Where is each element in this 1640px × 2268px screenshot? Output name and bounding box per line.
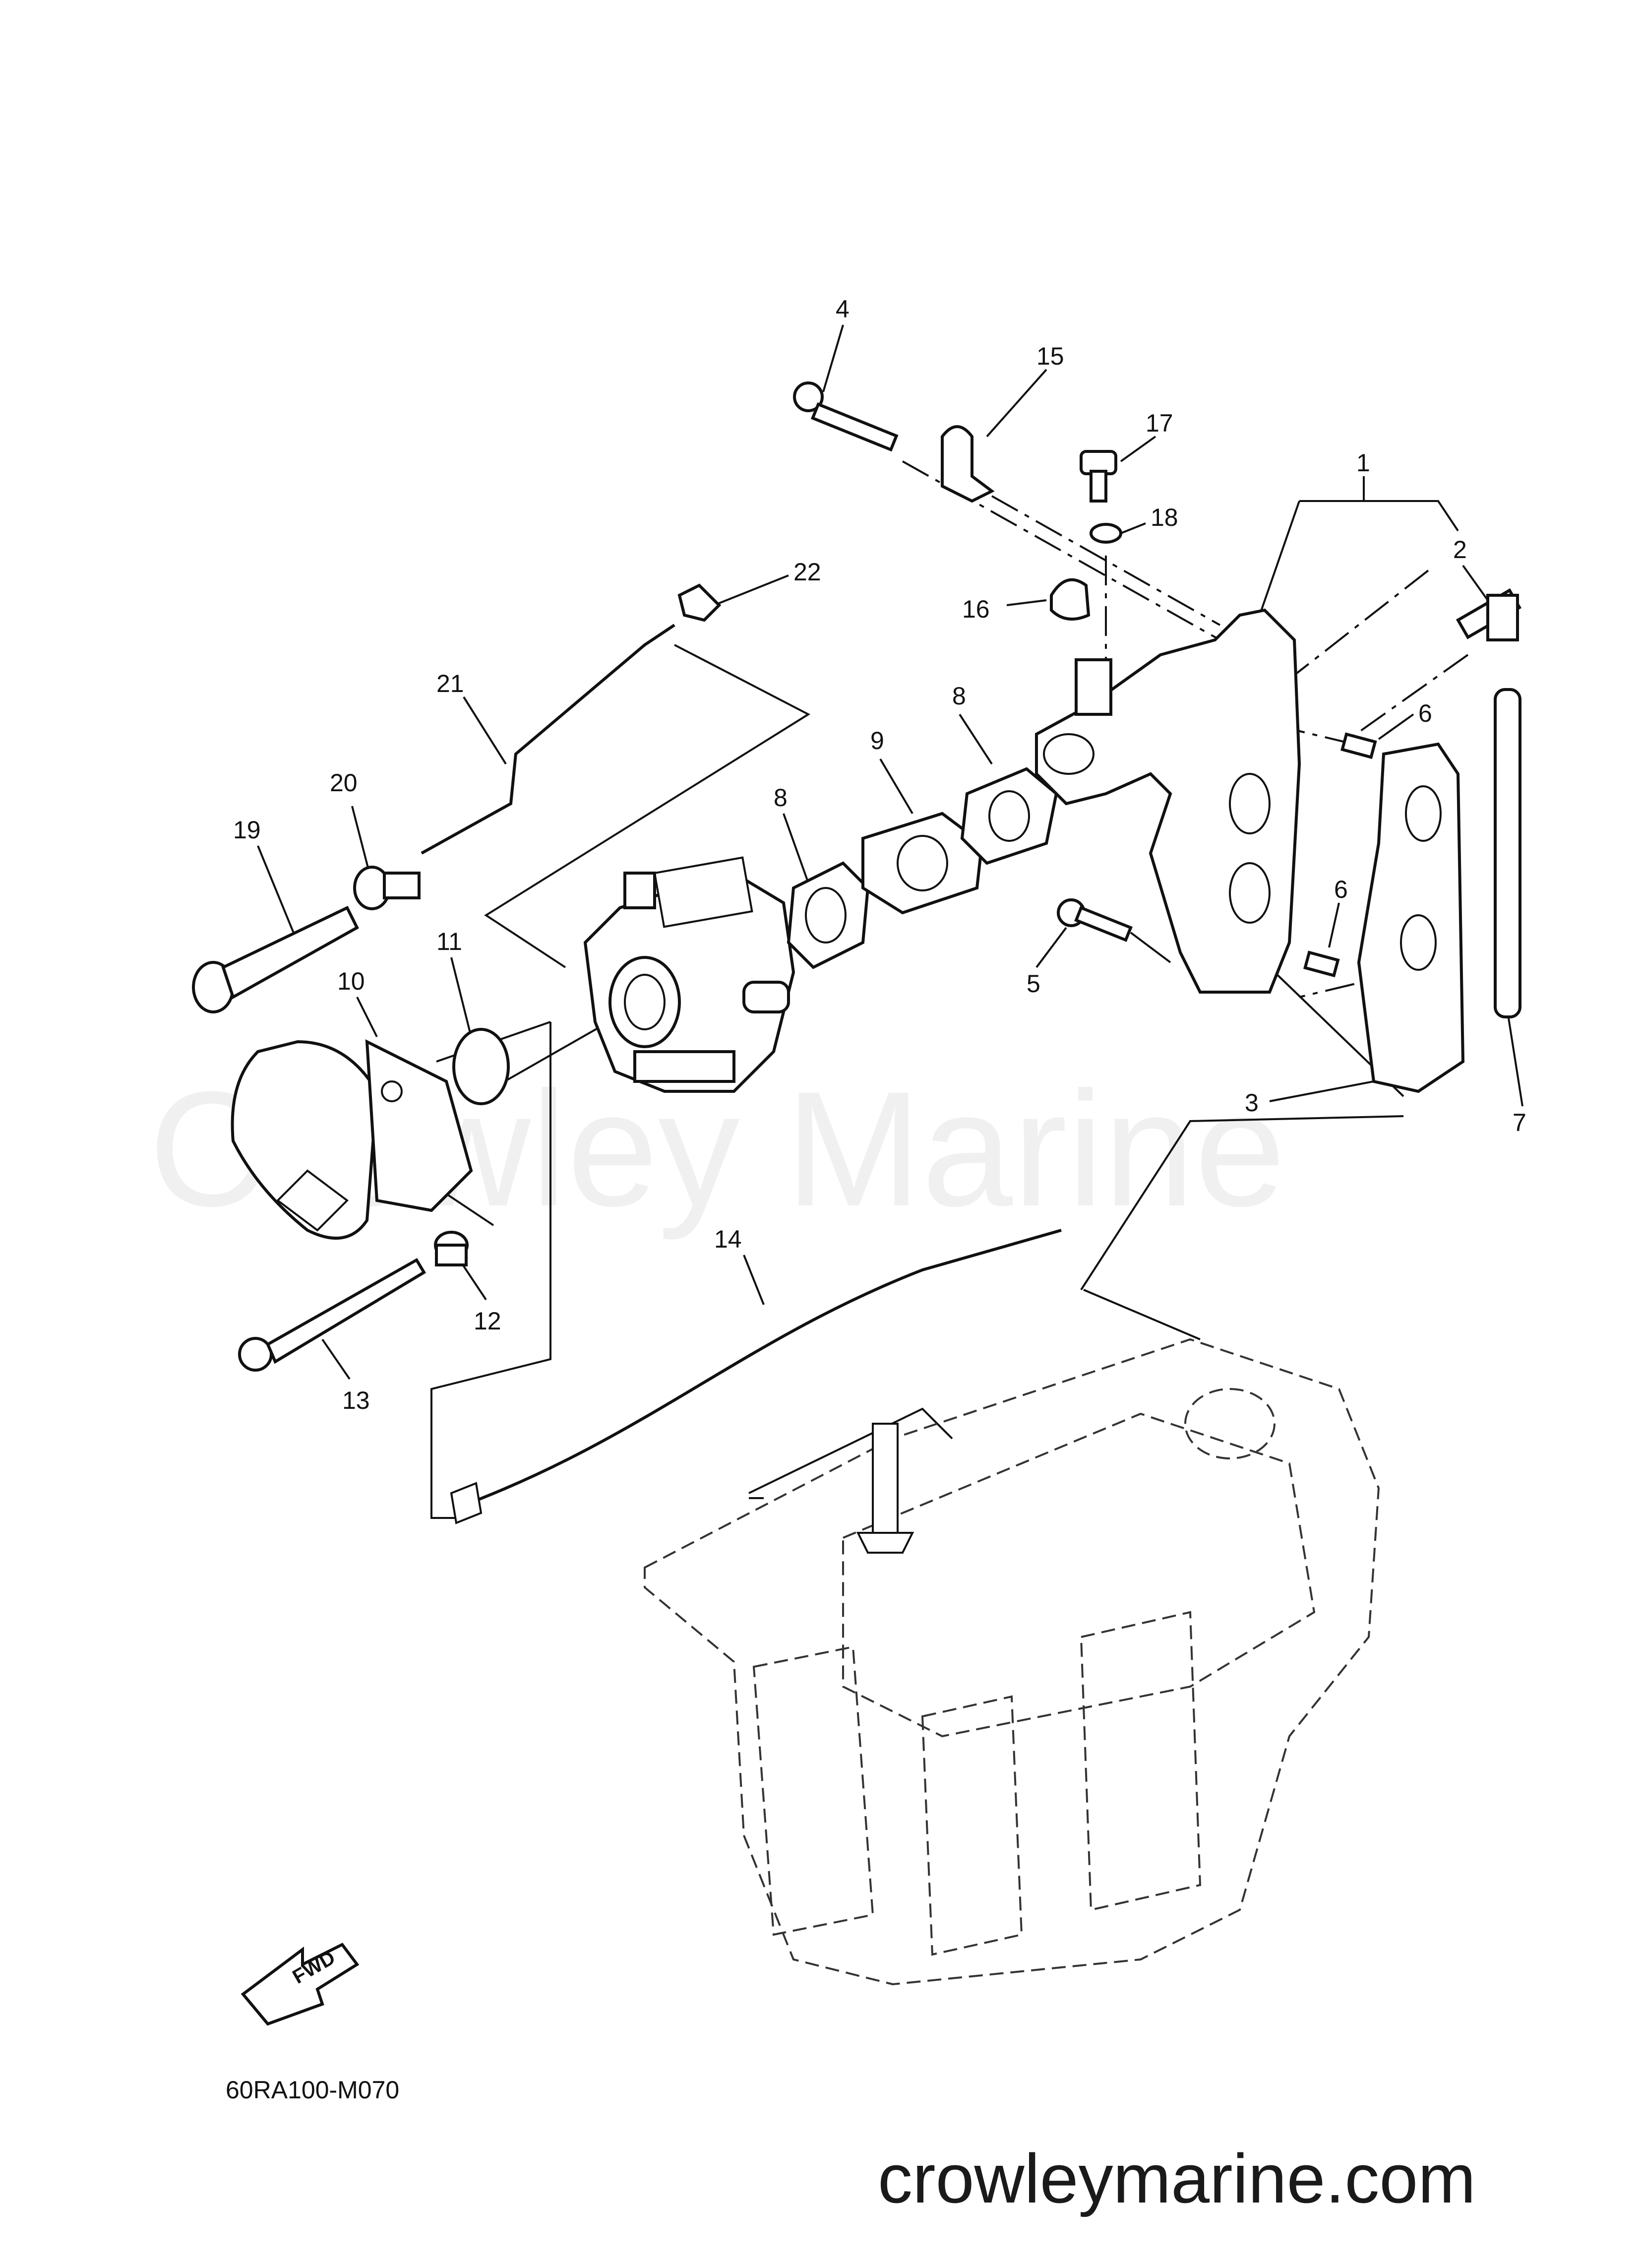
part-label-6-upper: 6 [1418,699,1432,727]
fitting-part-2 [1456,588,1522,641]
part-label-8-left: 8 [774,784,788,812]
part-label-17: 17 [1146,409,1173,437]
part-label-8-right: 8 [952,682,966,710]
clip-part-22 [677,583,722,622]
gasket-part-3 [1357,742,1465,1093]
spacer-part-9 [861,812,984,915]
hose-part-14 [455,1229,1062,1510]
pin-part-6-lower [1303,950,1340,978]
part-label-18: 18 [1151,504,1178,531]
collar-part-12 [434,1231,469,1266]
part-labels: 1 2 3 4 5 6 6 7 8 8 9 10 11 12 13 14 15 … [233,295,1526,1414]
clamp-part-16 [1050,578,1091,621]
part-label-6-lower: 6 [1334,876,1348,903]
part-label-2: 2 [1453,536,1467,564]
part-label-12: 12 [474,1307,501,1335]
part-label-4: 4 [836,295,850,323]
website-text: crowleymarine.com [878,2140,1476,2217]
leader-lines [257,324,1523,1519]
drawing-code: 60RA100-M070 [226,2076,399,2104]
part-label-21: 21 [436,670,464,697]
pin-part-6-upper [1340,732,1377,759]
hose-part-7 [1494,688,1521,1018]
pin-part-19 [192,906,359,1013]
bolt-part-4 [793,381,899,452]
silencer-part-10 [231,1039,473,1240]
part-label-20: 20 [330,769,358,797]
part-label-16: 16 [962,595,990,623]
bolt-part-13 [238,1258,426,1372]
part-label-15: 15 [1036,342,1064,370]
engine-block-outline [644,1338,1380,1986]
fwd-arrow-icon: FWD [241,1943,360,2026]
rod-part-21 [421,624,675,855]
part-label-11: 11 [436,928,462,955]
part-label-5: 5 [1027,970,1040,998]
hose-part-14-end [450,1482,483,1524]
part-label-13: 13 [342,1386,370,1414]
carburetor-assembly [583,856,795,1093]
clamp-part-15 [941,425,995,503]
part-label-10: 10 [337,967,365,995]
part-label-19: 19 [233,816,261,844]
part-label-7: 7 [1513,1109,1526,1136]
manifold-part-1 [1035,608,1301,994]
part-label-22: 22 [793,558,821,586]
part-label-1: 1 [1356,449,1370,477]
oring-part-11 [452,1028,510,1105]
washer-part-18 [1090,523,1122,544]
grommet-part-20 [353,866,421,910]
screw-part-17 [1080,450,1117,503]
part-label-14: 14 [714,1225,742,1253]
part-label-3: 3 [1245,1089,1259,1117]
bolt-part-5 [1057,898,1133,942]
part-label-9: 9 [870,727,884,755]
